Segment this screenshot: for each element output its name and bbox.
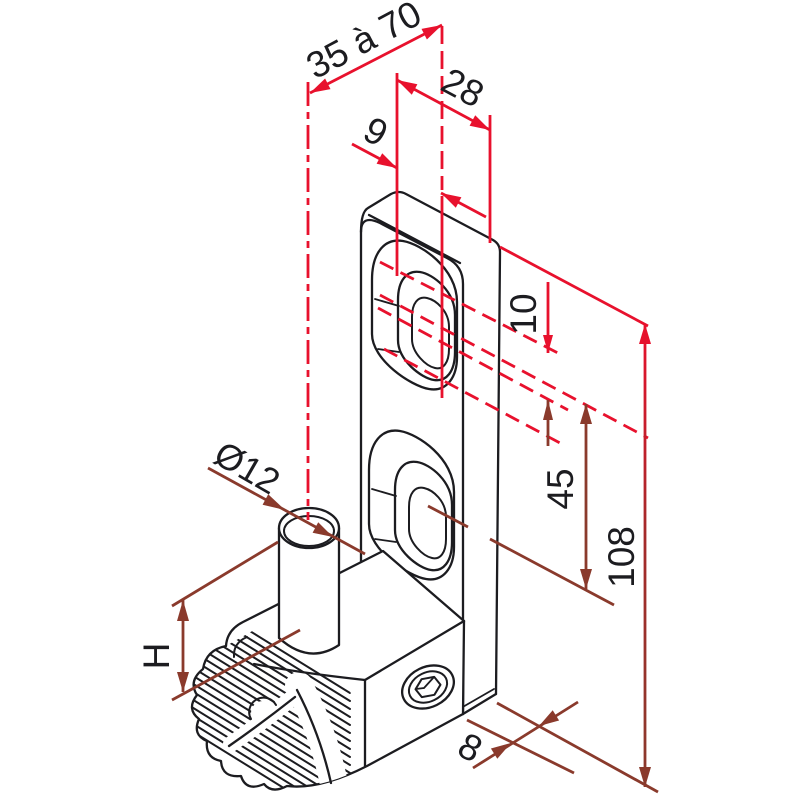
ext-H-top bbox=[171, 540, 279, 608]
clamp-body bbox=[190, 549, 466, 791]
dimension-lines-red bbox=[306, 23, 651, 520]
body-topface-front-edge bbox=[252, 662, 367, 682]
ext-8-front bbox=[466, 718, 575, 775]
plate-bottom-edge bbox=[461, 692, 498, 716]
label-pin-diameter: Ø12 bbox=[208, 433, 287, 503]
dark-arrowheads bbox=[177, 400, 651, 787]
ext-45-bottom-dash bbox=[427, 504, 469, 529]
ext-H-bottom bbox=[171, 628, 301, 702]
knurl-tab bbox=[248, 696, 277, 720]
label-pin-height: H bbox=[136, 643, 177, 670]
dim-diameter-line bbox=[207, 466, 366, 556]
slot-edge-dashed-extensions bbox=[377, 260, 649, 445]
ext-108-bottom bbox=[496, 701, 659, 794]
dim-8-line bbox=[472, 700, 579, 770]
dim-35a70-line bbox=[309, 23, 443, 95]
plate-top-chamfer-line bbox=[367, 213, 462, 265]
dimension-lines-dark bbox=[171, 400, 659, 794]
ext-top-corner-to-108 bbox=[499, 245, 649, 328]
plate-bottom-chamfer bbox=[460, 688, 495, 709]
ext-45-bottom bbox=[489, 537, 615, 607]
bracket-part bbox=[190, 190, 502, 791]
pin bbox=[277, 506, 341, 655]
groove-outer-edge bbox=[227, 695, 297, 748]
label-9: 9 bbox=[357, 109, 394, 155]
label-108: 108 bbox=[601, 526, 642, 588]
hex-set-screw bbox=[401, 664, 455, 710]
nose-chamfer-arc bbox=[232, 636, 248, 658]
label-10: 10 bbox=[503, 293, 544, 334]
groove-inner-edge bbox=[295, 688, 333, 785]
label-8: 8 bbox=[452, 725, 489, 771]
body-clamp-face-top-edge bbox=[363, 619, 466, 682]
red-arrowheads bbox=[310, 25, 651, 353]
label-45: 45 bbox=[540, 468, 581, 509]
